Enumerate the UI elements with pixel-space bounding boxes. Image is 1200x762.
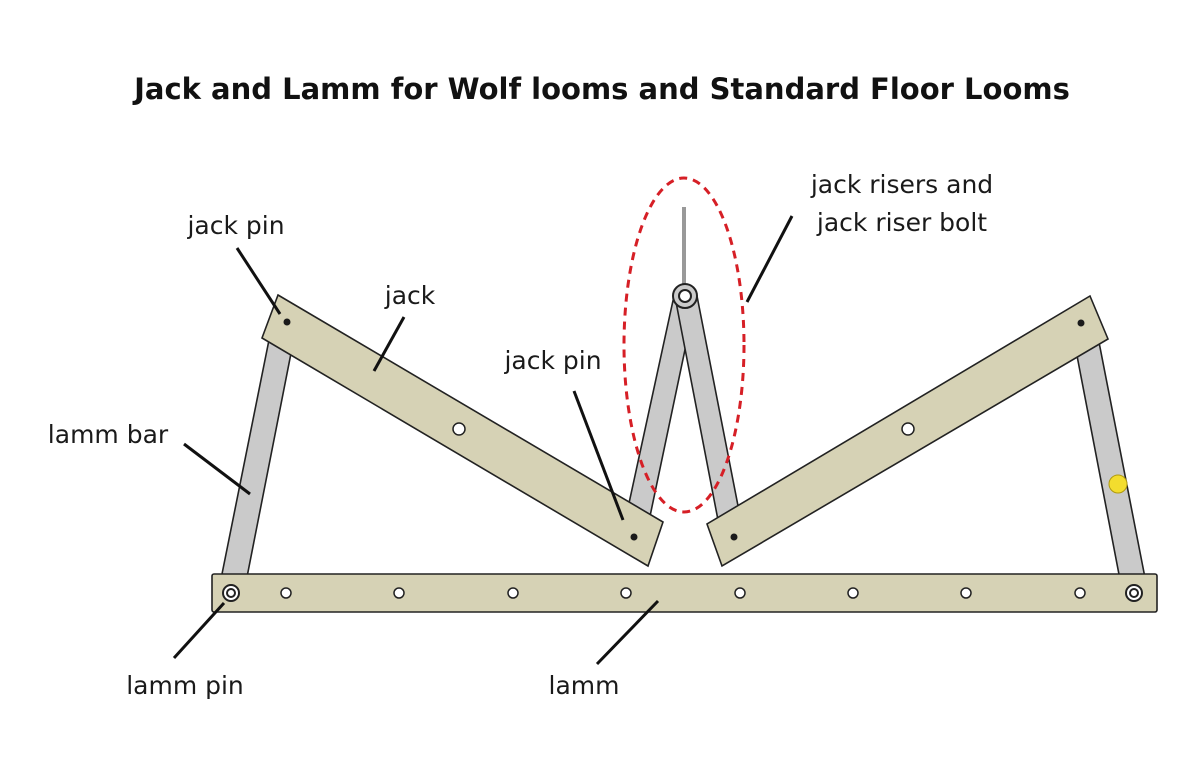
label-jack-pin-left: jack pin [186,211,284,240]
label-lamm-bar: lamm bar [48,420,169,449]
label-jack-risers-line1: jack risers and [810,170,993,199]
yellow-knob [1108,474,1128,494]
lamm-hole [1074,587,1086,599]
leader-lamm [595,599,660,666]
lamm-hole [960,587,972,599]
label-lamm-pin: lamm pin [126,671,244,700]
label-jack-risers-line2: jack riser bolt [816,208,987,237]
jack-pin-right-top [1077,319,1085,327]
jack-pin-right-bottom [730,533,738,541]
lamm-bar-right [1073,336,1148,591]
label-jack: jack [384,281,436,310]
leader-lamm-bar [183,442,251,496]
lamm-hole [507,587,519,599]
lamm-hole [620,587,632,599]
label-jack-pin-center: jack pin [503,346,601,375]
jack-center-hole-left [452,422,466,436]
leader-jack-pin-left [235,247,282,315]
jack-left [261,293,664,568]
leader-lamm-pin [172,601,226,660]
diagram-title: Jack and Lamm for Wolf looms and Standar… [132,72,1070,106]
jack-right [706,294,1110,568]
highlight-ellipse [622,176,746,514]
jack-center-hole-right [901,422,915,436]
leader-jack-pin-center [572,390,625,521]
lamm-hole [734,587,746,599]
label-lamm: lamm [549,671,620,700]
lamm [211,573,1158,613]
lamm-hole [393,587,405,599]
leader-jack-risers [745,215,794,303]
jack-riser-right [675,294,741,521]
lamm-hole [847,587,859,599]
jack-pin-left-top [283,318,291,326]
jack-pin-left-bottom [630,533,638,541]
lamm-hole [280,587,292,599]
leader-jack [372,316,406,372]
lamm-bar-left [221,334,295,578]
